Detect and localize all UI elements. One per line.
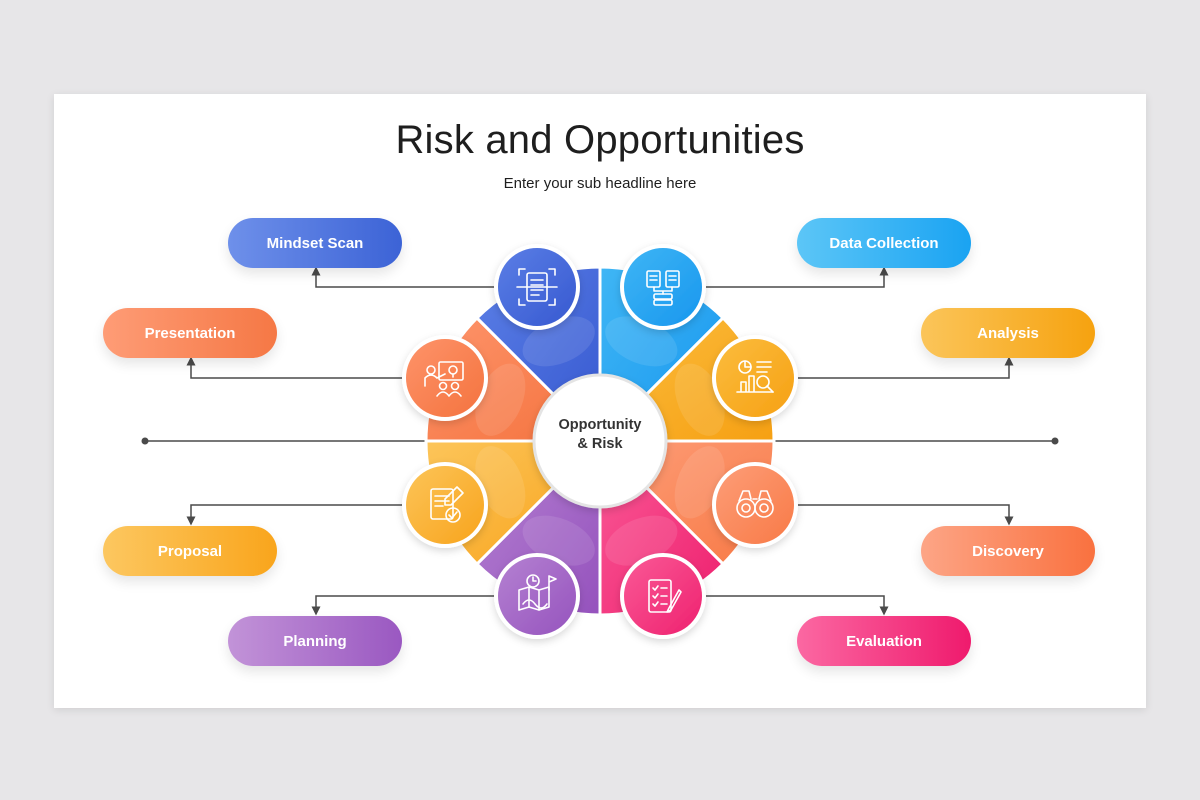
connector-analysis xyxy=(797,356,1014,379)
icon-circle-proposal xyxy=(402,462,488,548)
connector-planning xyxy=(311,595,495,616)
center-label: Opportunity & Risk xyxy=(540,416,660,454)
icon-circle-presentation xyxy=(402,335,488,421)
pill-data-collection[interactable]: Data Collection xyxy=(797,218,971,268)
sector-highlight xyxy=(674,446,725,519)
connector-mindset-scan xyxy=(311,266,495,288)
map-flag-icon xyxy=(518,574,557,611)
icon-circle-data-collection xyxy=(620,244,706,330)
connector-evaluation xyxy=(705,595,889,616)
axis-endpoint-left xyxy=(141,437,149,445)
pill-evaluation[interactable]: Evaluation xyxy=(797,616,971,666)
document-scan-icon xyxy=(516,268,558,306)
connector-presentation xyxy=(186,356,403,379)
center-label-line2: & Risk xyxy=(577,436,623,452)
connector-data-collection xyxy=(705,266,889,288)
checklist-pen-icon xyxy=(648,579,682,613)
icon-circle-planning xyxy=(494,553,580,639)
icon-circle-mindset-scan xyxy=(494,244,580,330)
pill-mindset-scan[interactable]: Mindset Scan xyxy=(228,218,402,268)
document-check-icon xyxy=(430,486,464,523)
data-documents-icon xyxy=(646,270,680,306)
pill-discovery[interactable]: Discovery xyxy=(921,526,1095,576)
page-title: Risk and Opportunities xyxy=(395,118,805,162)
pill-analysis[interactable]: Analysis xyxy=(921,308,1095,358)
center-label-line1: Opportunity xyxy=(558,417,642,433)
pill-presentation[interactable]: Presentation xyxy=(103,308,277,358)
binoculars-icon xyxy=(736,490,774,518)
icon-circle-discovery xyxy=(712,462,798,548)
connector-lines xyxy=(186,266,1014,616)
axis-endpoint-right xyxy=(1051,437,1059,445)
center-circle xyxy=(532,373,668,509)
icon-circles xyxy=(402,244,798,639)
icon-circle-evaluation xyxy=(620,553,706,639)
sector-highlight xyxy=(475,446,526,519)
icon-circle-analysis xyxy=(712,335,798,421)
connector-discovery xyxy=(797,504,1014,526)
connector-proposal xyxy=(186,504,403,526)
presenter-board-icon xyxy=(424,361,464,397)
pill-proposal[interactable]: Proposal xyxy=(103,526,277,576)
chart-magnifier-icon xyxy=(736,360,774,393)
pill-planning[interactable]: Planning xyxy=(228,616,402,666)
page-subtitle: Enter your sub headline here xyxy=(503,175,697,192)
